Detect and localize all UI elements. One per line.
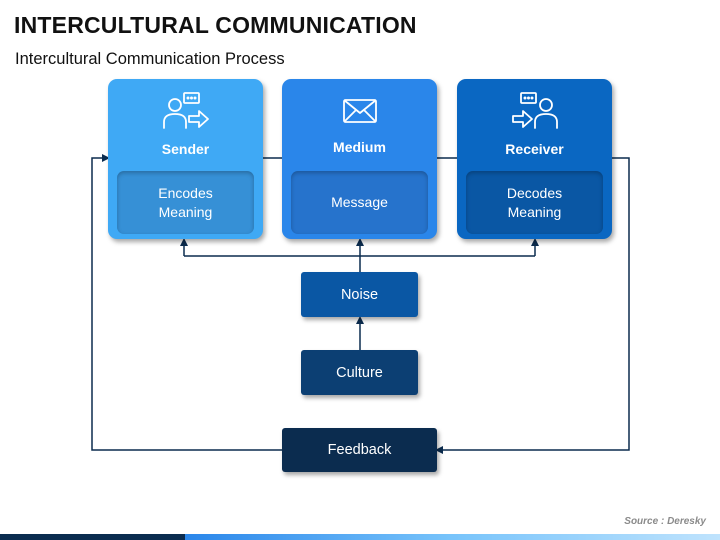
- bottom-accent-bar: [0, 534, 720, 540]
- page-title: INTERCULTURAL COMMUNICATION: [14, 12, 417, 38]
- medium-label: Medium: [333, 139, 386, 155]
- medium-card: Medium Message: [282, 79, 437, 239]
- medium-inner-text: Message: [291, 171, 428, 234]
- person-sending-icon: [162, 92, 209, 129]
- receiver-label: Receiver: [505, 141, 564, 157]
- sender-card: Sender Encodes Meaning: [108, 79, 263, 239]
- connector-feedback-sender: [91, 154, 282, 451]
- sender-inner-text: Encodes Meaning: [117, 171, 254, 234]
- person-receiving-icon: [511, 92, 558, 129]
- bottom-accent-dark: [0, 534, 185, 540]
- connector-receiver-feedback: [435, 157, 630, 454]
- noise-box: Noise: [301, 272, 418, 317]
- feedback-box: Feedback: [282, 428, 437, 472]
- bottom-accent-gradient: [185, 534, 720, 540]
- receiver-card: Receiver Decodes Meaning: [457, 79, 612, 239]
- page-subtitle: Intercultural Communication Process: [15, 50, 285, 68]
- receiver-inner-text: Decodes Meaning: [466, 171, 603, 234]
- envelope-icon: [342, 99, 377, 123]
- sender-label: Sender: [161, 141, 210, 157]
- culture-box: Culture: [301, 350, 418, 395]
- source-citation: Source : Deresky: [624, 516, 706, 527]
